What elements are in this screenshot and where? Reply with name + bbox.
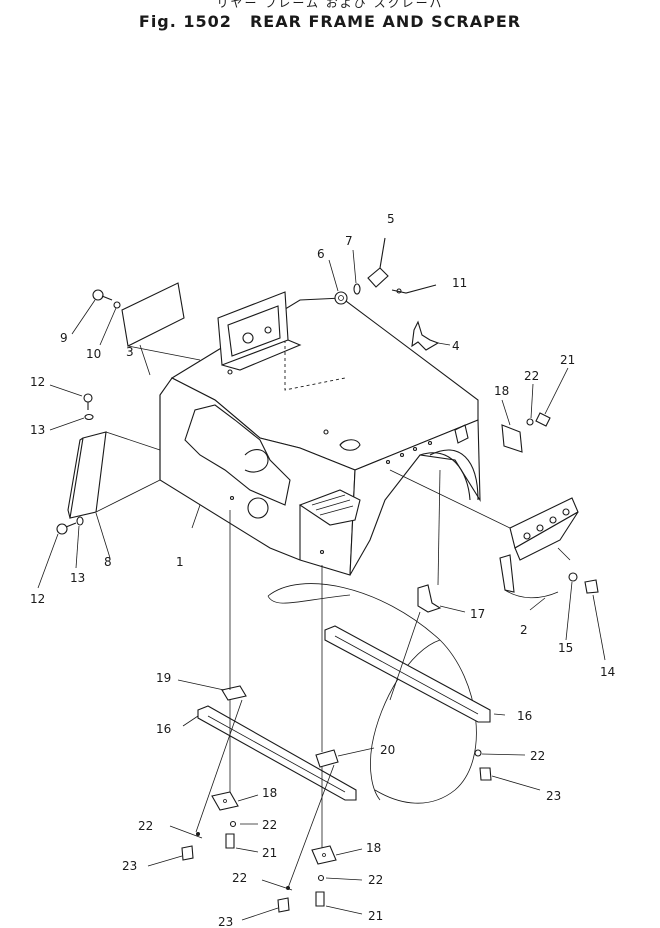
- callout-11: 11: [452, 276, 467, 290]
- callout-labels: 1 2 3 4 5 6 7 8 9 10 11 12 12 13 13 14 1…: [30, 212, 615, 928]
- washer-22-right-lower: [474, 749, 526, 757]
- callout-2: 2: [520, 623, 528, 637]
- bolt-12-lower: [37, 522, 77, 589]
- pin-5: [367, 237, 389, 288]
- leader-21-right-short: [325, 905, 363, 915]
- washer-10: [99, 301, 121, 346]
- bolt-9: [71, 289, 113, 335]
- callout-13-upper: 13: [30, 423, 45, 437]
- callout-23-right: 23: [546, 789, 561, 803]
- callout-7: 7: [345, 234, 353, 248]
- callout-23-bottom: 23: [218, 915, 233, 928]
- scraper-blade-2: [389, 469, 579, 611]
- leader-18-right-short: [335, 848, 363, 856]
- callout-19: 19: [156, 671, 171, 685]
- plate-18-lower-left: [211, 791, 239, 811]
- leader-1: [191, 504, 201, 529]
- callout-12-lower: 12: [30, 592, 45, 606]
- nut-6: [328, 259, 348, 305]
- leader-22-right-short: [325, 877, 363, 881]
- leader-22-left-diag: [195, 699, 243, 833]
- callout-1: 1: [176, 555, 184, 569]
- callout-21-upper: 21: [560, 353, 575, 367]
- callout-4: 4: [452, 339, 460, 353]
- callout-21-lower-right: 21: [368, 909, 383, 923]
- callout-15: 15: [558, 641, 573, 655]
- callout-17: 17: [470, 607, 485, 621]
- leader-18-left-short: [237, 794, 259, 802]
- callout-5: 5: [387, 212, 395, 226]
- figure-title: Fig. 1502 REAR FRAME AND SCRAPER: [0, 12, 660, 31]
- bolt-21-lower-right: [315, 891, 325, 907]
- plate-18-lower-right: [311, 845, 337, 865]
- scraper-drum: [267, 583, 477, 804]
- leader-22-bottom-diag: [287, 764, 335, 889]
- leader-8: [95, 512, 111, 559]
- callout-22-lower-bottom: 22: [232, 871, 247, 885]
- washer-15: [565, 572, 578, 641]
- callout-16-right: 16: [517, 709, 532, 723]
- leader-17-diag: [389, 611, 421, 701]
- washer-13-upper: [49, 413, 94, 431]
- bolt-12-upper: [49, 384, 93, 410]
- bolt-23-right: [479, 767, 541, 791]
- plate-18-right: [501, 399, 523, 453]
- bracket-20: [315, 747, 375, 768]
- callout-6: 6: [317, 247, 325, 261]
- leader-22-left-far: [169, 825, 203, 839]
- figure-number: Fig. 1502: [138, 12, 232, 31]
- access-cover-bracket: [217, 291, 302, 371]
- bolt-14: [584, 579, 606, 661]
- leader-21-left-short: [235, 847, 259, 853]
- callout-22-upper: 22: [524, 369, 539, 383]
- washer-22-lower-left: [196, 820, 237, 836]
- figure-title-japanese: リヤー フレーム および スクレーパ: [216, 0, 444, 10]
- grab-handle-8: [67, 431, 161, 519]
- leader-3: [139, 344, 151, 376]
- callout-14: 14: [600, 665, 615, 679]
- rear-frame: [159, 297, 481, 576]
- callout-23-left: 23: [122, 859, 137, 873]
- bracket-19: [177, 679, 247, 701]
- cotter-pin-11: [391, 284, 437, 294]
- washer-22-right: [526, 383, 534, 426]
- callout-9: 9: [60, 331, 68, 345]
- callout-3: 3: [126, 345, 134, 359]
- callout-12-upper: 12: [30, 375, 45, 389]
- callout-18-lower-right: 18: [366, 841, 381, 855]
- callout-10: 10: [86, 347, 101, 361]
- callout-22-lower-right: 22: [368, 873, 383, 887]
- washer-22-lower-right: [286, 874, 325, 890]
- washer-7: [352, 249, 361, 295]
- callout-20: 20: [380, 743, 395, 757]
- bracket-17: [417, 469, 466, 613]
- bracket-4: [411, 320, 451, 351]
- figure-title-english: REAR FRAME AND SCRAPER: [249, 12, 522, 31]
- callout-22-right: 22: [530, 749, 545, 763]
- bolt-23-bottom: [241, 897, 290, 921]
- bolt-21-lower-left: [225, 833, 235, 849]
- leader-22-bottom-far: [261, 879, 293, 891]
- callout-22-lower-left-far: 22: [138, 819, 153, 833]
- cover-plate: [121, 282, 201, 361]
- bolt-23-left: [147, 845, 194, 867]
- callout-22-lower-left: 22: [262, 818, 277, 832]
- bolt-21-right: [535, 367, 569, 427]
- callout-8: 8: [104, 555, 112, 569]
- washer-13-lower: [75, 516, 84, 569]
- callout-18-lower-left: 18: [262, 786, 277, 800]
- callout-13-lower: 13: [70, 571, 85, 585]
- callout-18-upper: 18: [494, 384, 509, 398]
- callout-16-left: 16: [156, 722, 171, 736]
- scraper-bar-16-right: [324, 625, 506, 723]
- callout-21-lower-left: 21: [262, 846, 277, 860]
